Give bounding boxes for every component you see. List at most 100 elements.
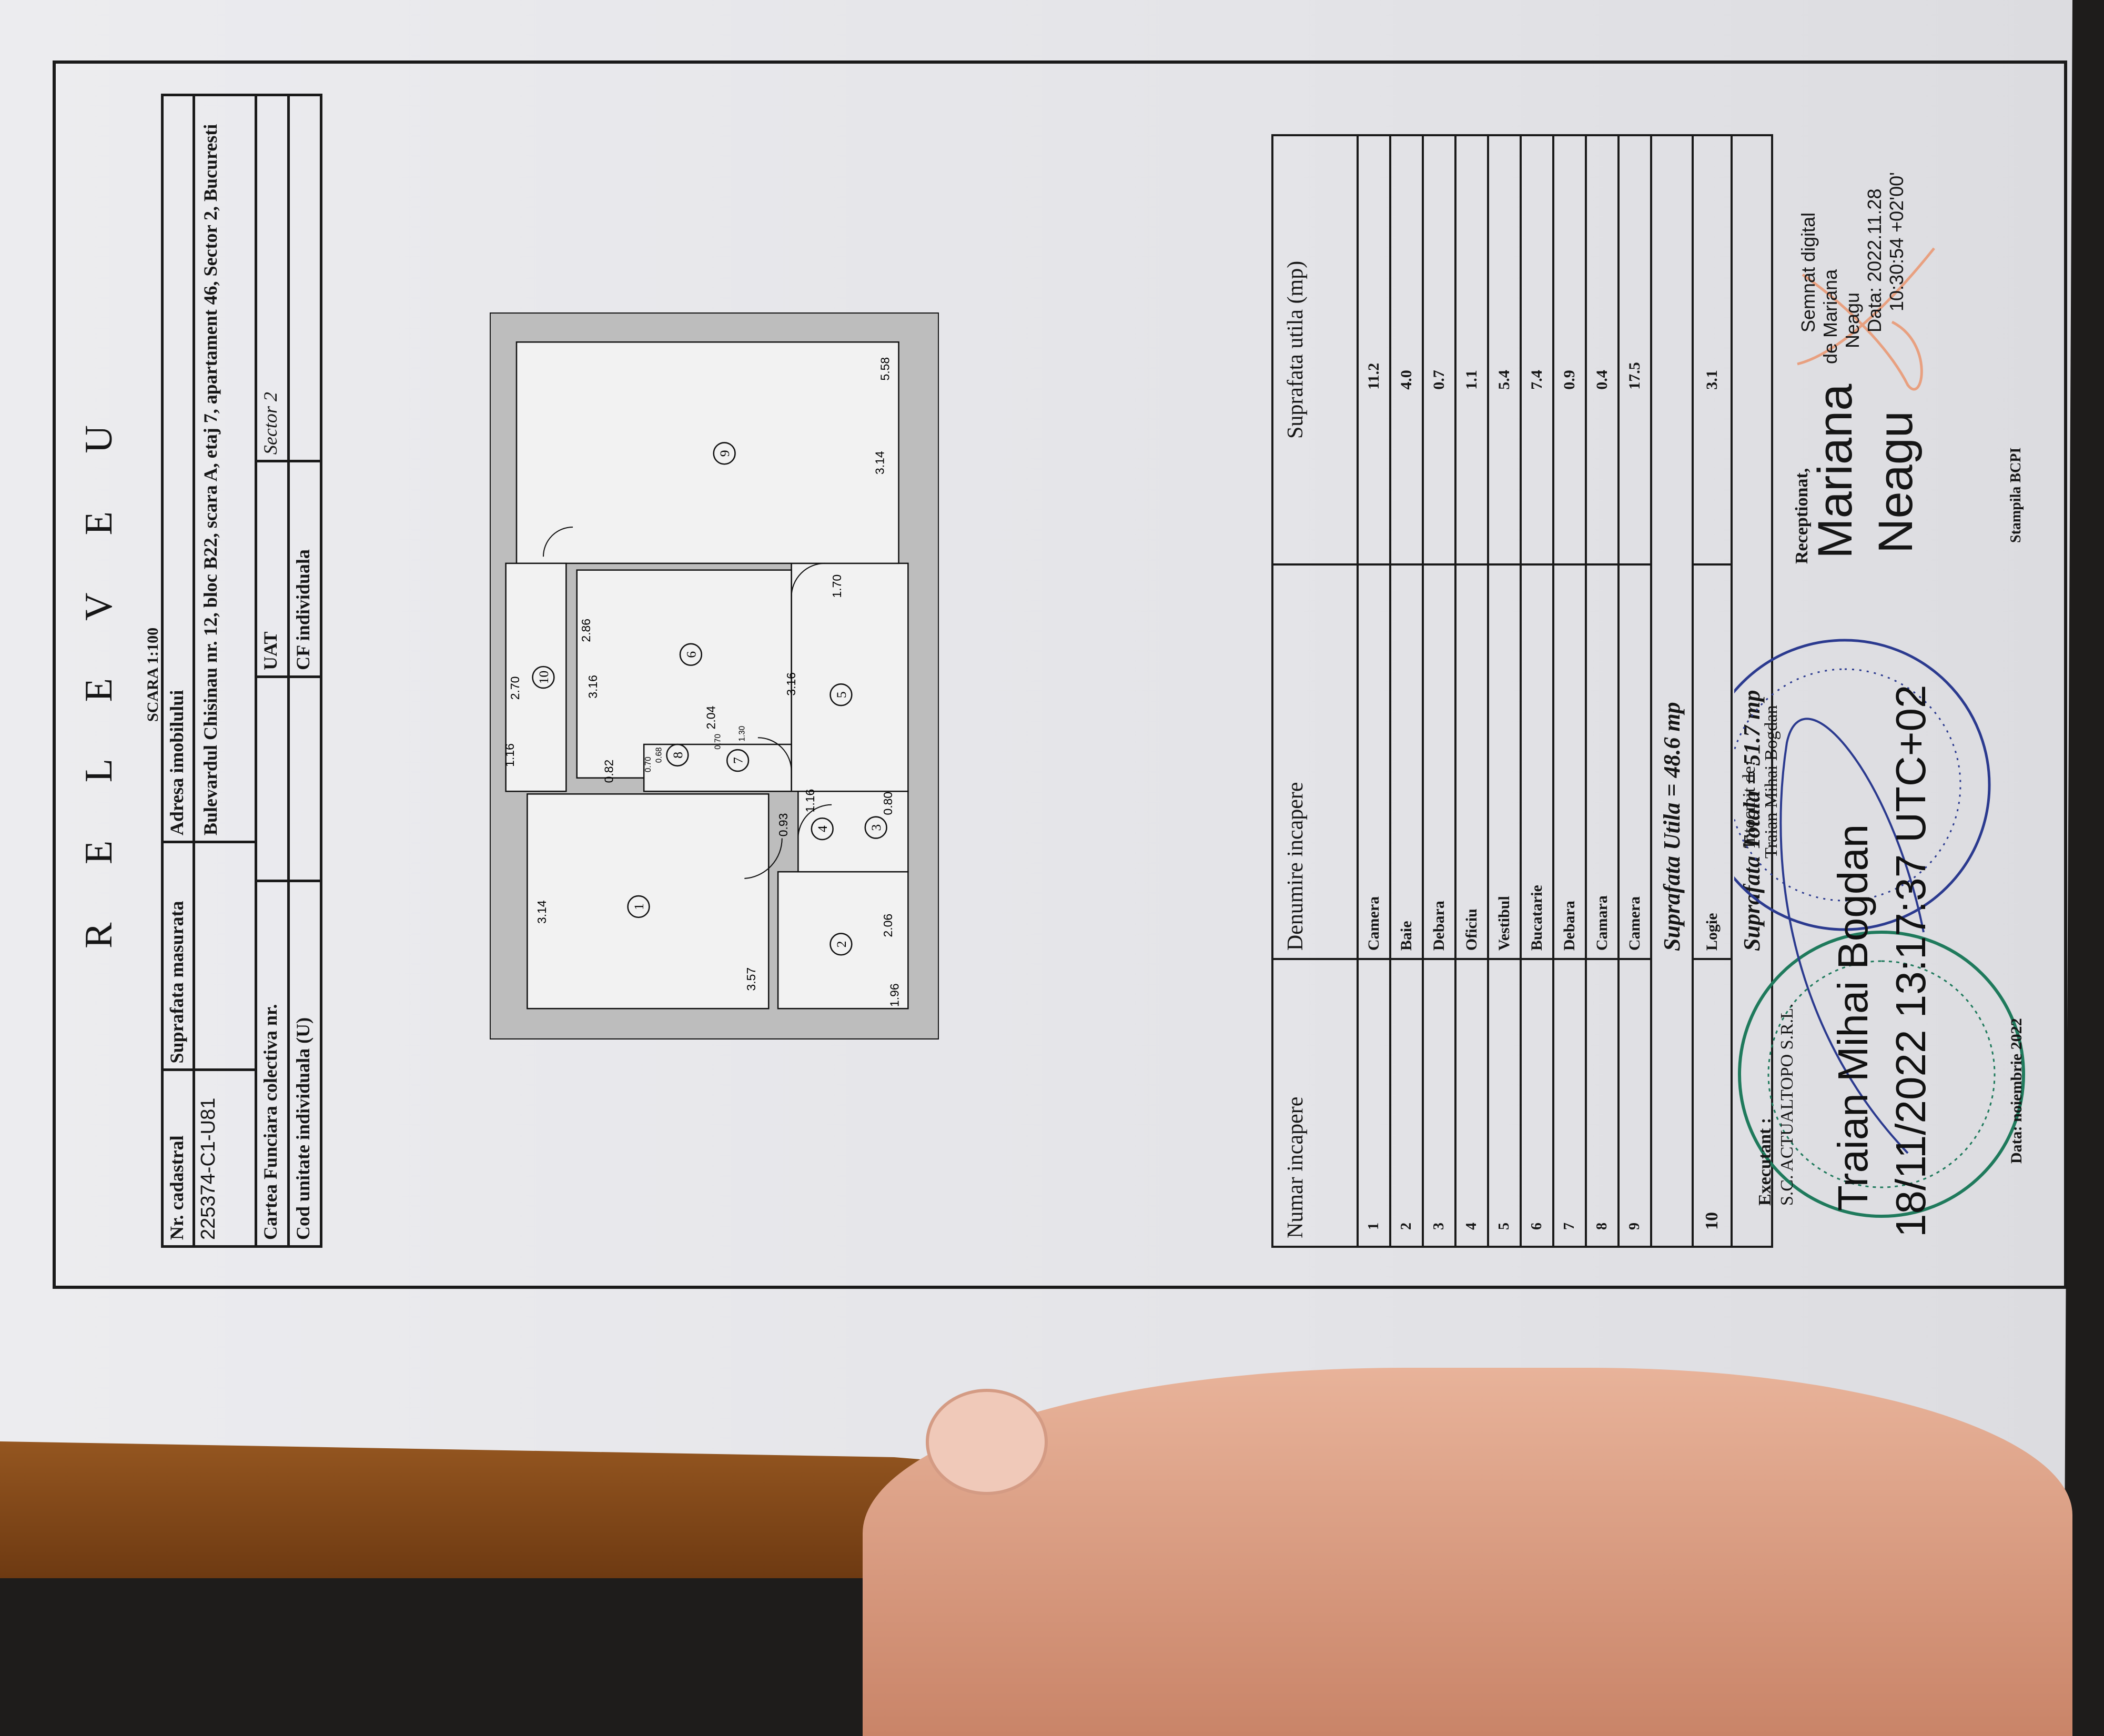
adresa-label: Adresa imobilului bbox=[162, 95, 194, 842]
digital-signature-name: Traian Mihai Bogdan bbox=[1829, 824, 1876, 1211]
dimension-label: 0.93 bbox=[776, 813, 790, 837]
room-number: 9 bbox=[1619, 959, 1651, 1247]
room-number-label: 4 bbox=[815, 825, 830, 832]
receiver-first-name: Mariana bbox=[1808, 383, 1862, 559]
hand bbox=[863, 1368, 2072, 1736]
cod-unitate-value bbox=[288, 677, 321, 881]
dimension-label: 1.16 bbox=[803, 789, 817, 813]
digital-sign-block: Semnat digital de Mariana Neagu Data: 20… bbox=[1797, 172, 1908, 364]
room-name: Debara bbox=[1423, 564, 1455, 960]
cf-colectiva-label: Cartea Funciara colectiva nr. bbox=[256, 881, 289, 1247]
room-number: 10 bbox=[1693, 959, 1732, 1247]
room-number-circle bbox=[864, 816, 887, 839]
room-name: Camara bbox=[1586, 564, 1619, 960]
dimension-label: 3.14 bbox=[873, 451, 886, 475]
dimension-label: 0.80 bbox=[881, 792, 895, 815]
releveu-document: R E L E V E U SCARA 1:100 Nr. cadastral … bbox=[53, 60, 2067, 1289]
room-number-label: 3 bbox=[868, 824, 884, 831]
dimension-label: 2.70 bbox=[508, 677, 522, 700]
col-header-suprafata: Suprafata utila (mp) bbox=[1272, 135, 1358, 564]
room-name: Vestibul bbox=[1488, 564, 1521, 960]
room-area: 17.5 bbox=[1619, 135, 1651, 564]
room-number-label: 8 bbox=[670, 752, 685, 759]
suprafata-masurata-value bbox=[194, 842, 256, 1070]
room-10-logia bbox=[505, 562, 567, 792]
room-name: Logie bbox=[1693, 564, 1732, 960]
room-name: Debara bbox=[1553, 564, 1586, 960]
executant-company: S.C. ACTUALTOPO S.R.L. bbox=[1777, 1003, 1797, 1206]
suprafata-utila-total: Suprafata Utila = 48.6 mp bbox=[1651, 135, 1693, 1247]
room-number-label: 1 bbox=[631, 903, 646, 910]
cod-unitate-label: Cod unitate individuala (U) bbox=[288, 881, 321, 1247]
dimension-label: 2.86 bbox=[579, 619, 593, 642]
dimension-label: 5.58 bbox=[878, 357, 892, 381]
dimension-label: 3.16 bbox=[586, 675, 600, 699]
intocmit-label: Intocmit de: bbox=[1739, 761, 1759, 848]
dimension-label: 1.30 bbox=[737, 726, 746, 742]
room-number: 1 bbox=[1358, 959, 1390, 1247]
room-name: Bucatarie bbox=[1521, 564, 1553, 960]
stamp-bcpi-label: Stampila BCPI bbox=[2008, 447, 2024, 543]
suprafata-masurata-label: Suprafata masurata bbox=[162, 842, 194, 1070]
dimension-label: 0.70 bbox=[713, 734, 722, 750]
blue-stamp bbox=[1734, 639, 1991, 931]
room-name: Baie bbox=[1390, 564, 1423, 960]
door-arcs bbox=[542, 527, 832, 879]
room-number: 6 bbox=[1521, 959, 1553, 1247]
intocmit-name: Traian Mihai Bogdan bbox=[1762, 705, 1781, 859]
room-number: 4 bbox=[1455, 959, 1488, 1247]
room-name: Camera bbox=[1619, 564, 1651, 960]
room-number-circle bbox=[830, 683, 853, 706]
room-number-label: 9 bbox=[717, 450, 732, 457]
uat-label: UAT bbox=[256, 461, 289, 677]
room-area: 1.1 bbox=[1455, 135, 1488, 564]
thumb-nail bbox=[926, 1389, 1048, 1495]
orange-signature-scribble bbox=[1797, 247, 1935, 391]
room-number-circle bbox=[532, 665, 555, 689]
room-name: Oficiu bbox=[1455, 564, 1488, 960]
dimension-label: 3.57 bbox=[744, 967, 758, 991]
table-row: Suprafata Utila = 48.6 mp bbox=[1651, 135, 1693, 1247]
cf-individuala-value bbox=[288, 95, 321, 461]
ds-line: Neagu bbox=[1842, 292, 1863, 348]
col-header-numar: Numar incapere bbox=[1272, 959, 1358, 1247]
room-number-circle bbox=[679, 643, 703, 666]
ds-line: 10:30:54 +02'00' bbox=[1886, 172, 1907, 311]
paper-sheet bbox=[0, 0, 2072, 1552]
dimension-label: 3.16 bbox=[784, 672, 798, 696]
room-area: 0.4 bbox=[1586, 135, 1619, 564]
dimension-label: 2.04 bbox=[704, 705, 717, 729]
room-number: 8 bbox=[1586, 959, 1619, 1247]
room-number-label: 6 bbox=[683, 651, 699, 658]
room-number-circle bbox=[666, 743, 689, 767]
room-number-circle bbox=[713, 442, 736, 465]
room-area: 3.1 bbox=[1693, 135, 1732, 564]
document-scale: SCARA 1:100 bbox=[144, 627, 161, 722]
room-area: 11.2 bbox=[1358, 135, 1390, 564]
uat-value: Sector 2 bbox=[256, 95, 289, 461]
dimension-label: 0.82 bbox=[602, 760, 616, 783]
green-stamp bbox=[1738, 931, 2025, 1218]
stamps bbox=[1734, 247, 2025, 1218]
room-number-label: 7 bbox=[731, 757, 746, 764]
room-number: 2 bbox=[1390, 959, 1423, 1247]
room-number: 3 bbox=[1423, 959, 1455, 1247]
room-number-circle bbox=[811, 817, 834, 841]
room-area: 7.4 bbox=[1521, 135, 1553, 564]
room-number-circle bbox=[627, 895, 650, 919]
room-area: 4.0 bbox=[1390, 135, 1423, 564]
room-area: 0.7 bbox=[1423, 135, 1455, 564]
room-area: 0.9 bbox=[1553, 135, 1586, 564]
room-number: 5 bbox=[1488, 959, 1521, 1247]
room-9 bbox=[515, 341, 899, 564]
